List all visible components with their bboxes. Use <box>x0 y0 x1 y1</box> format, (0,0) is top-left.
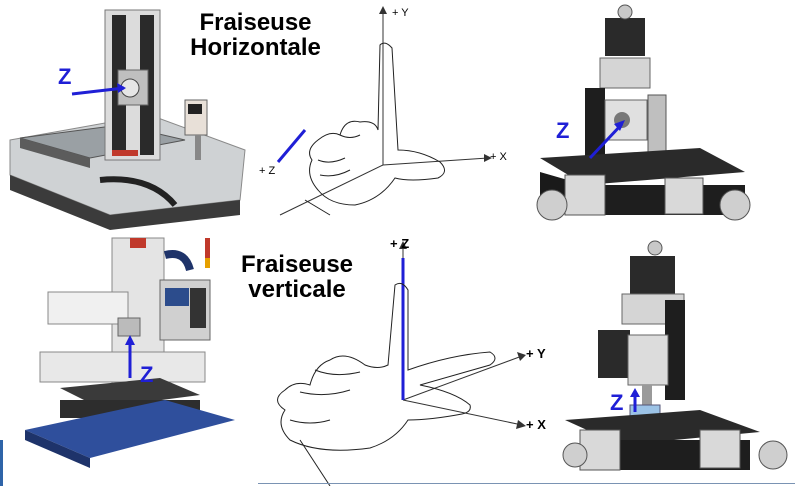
z-label-mini-mill-vertical: Z <box>610 390 624 415</box>
z-label-vertical-machine: Z <box>140 362 154 387</box>
title-vertical: Fraiseuse verticale <box>222 251 372 304</box>
title-horizontal-line1: Fraiseuse <box>199 9 312 36</box>
z-label-mini-mill-horizontal: Z <box>556 118 570 143</box>
vertical-milling-machine <box>25 237 235 468</box>
hand-diagram-vertical <box>277 241 526 486</box>
axis-label-top-z: + Z <box>259 165 276 177</box>
title-vertical-line2: verticale <box>248 276 346 304</box>
mini-mill-vertical <box>562 240 788 471</box>
title-horizontal-line2: Horizontale <box>190 34 321 62</box>
horizontal-milling-machine <box>9 9 246 230</box>
axis-label-top-x: + X <box>490 151 507 163</box>
title-vertical-line1: Fraiseuse <box>240 251 354 278</box>
z-label-horizontal-machine: Z <box>58 64 72 89</box>
axis-label-bottom-x: + X <box>526 417 546 432</box>
axis-label-bottom-y: + Y <box>526 346 546 361</box>
hand-diagram-horizontal <box>276 6 492 216</box>
mini-mill-horizontal <box>536 4 751 221</box>
axis-label-bottom-z: + Z <box>390 236 410 251</box>
axis-label-top-y: + Y <box>392 7 409 19</box>
title-horizontal: Fraiseuse Horizontale <box>168 9 343 62</box>
left-accent-bar <box>0 440 3 486</box>
bottom-divider <box>258 483 795 484</box>
